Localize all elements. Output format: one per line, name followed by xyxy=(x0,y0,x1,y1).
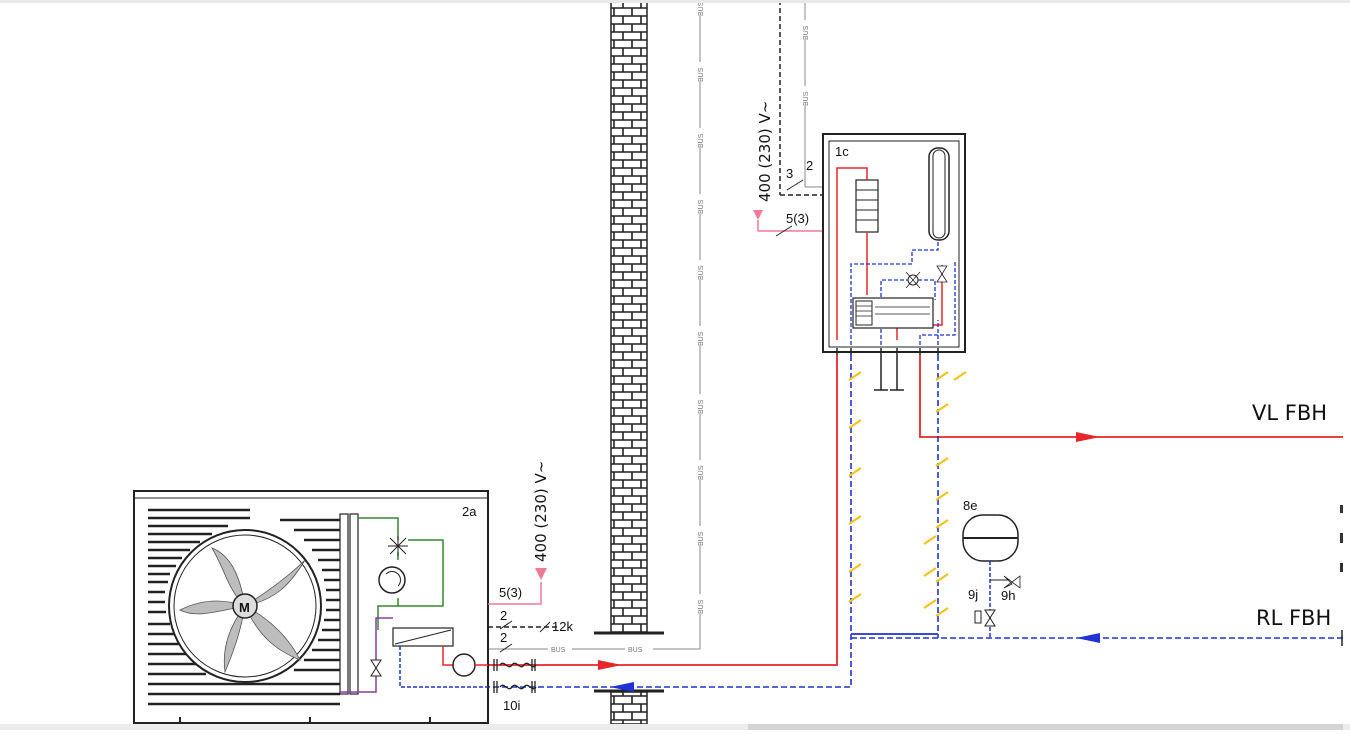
expansion-vessel-8e: 8e 9j 9h xyxy=(962,498,1021,638)
outdoor-unit-2a: M 2a xyxy=(133,490,489,724)
power-label-outdoor: 400 (230) V~ xyxy=(532,461,550,562)
bus-label: BUS xyxy=(698,399,705,414)
horizontal-scrollbar[interactable] xyxy=(748,724,1343,730)
cable-count-2-b: 2 xyxy=(500,630,507,645)
bus-label: BUS xyxy=(698,67,705,82)
brick-wall xyxy=(594,0,664,725)
cable-count-2: 2 xyxy=(806,158,813,173)
unit-1c-label: 1c xyxy=(835,144,849,159)
ref-8e: 8e xyxy=(963,498,977,513)
bus-label: BUS xyxy=(698,199,705,214)
outdoor-cables: 400 (230) V~ 5(3) 2 2 12k 10i xyxy=(488,461,573,713)
cable-count-5-3: 5(3) xyxy=(786,211,809,226)
bus-label: BUS xyxy=(698,331,705,346)
bus-label: BUS xyxy=(628,647,643,654)
bus-label: BUS xyxy=(803,91,810,106)
unit-2a-label: 2a xyxy=(462,504,477,519)
ref-12k: 12k xyxy=(552,619,573,634)
ref-10i: 10i xyxy=(503,698,520,713)
bus-label: BUS xyxy=(698,465,705,480)
insulation-marks xyxy=(848,371,967,617)
vl-fbh-label: VL FBH xyxy=(1252,401,1327,425)
bus-label: BUS xyxy=(803,25,810,40)
bus-label: BUS xyxy=(698,531,705,546)
bus-label: BUS xyxy=(698,1,705,16)
return-pipe xyxy=(488,355,1343,692)
cut-off-text-fragments xyxy=(1340,505,1343,572)
bus-label: BUS xyxy=(698,133,705,148)
bottom-border xyxy=(0,724,1350,730)
indoor-cables: 400 (230) V~ 3 2 5(3) xyxy=(753,0,823,237)
cable-count-5-3-outdoor: 5(3) xyxy=(499,585,522,600)
bus-label: BUS xyxy=(551,647,566,654)
ref-9h: 9h xyxy=(1001,588,1015,603)
indoor-unit-1c: 1c xyxy=(822,133,966,391)
ref-9j: 9j xyxy=(968,587,978,602)
motor-label: M xyxy=(239,600,250,615)
supply-pipe xyxy=(488,355,1343,670)
cable-count-2-a: 2 xyxy=(500,608,507,623)
power-label-indoor: 400 (230) V~ xyxy=(756,101,774,202)
bus-lines: BUS BUS BUS BUS BUS BUS BUS BUS BUS BUS … xyxy=(488,0,823,654)
top-border xyxy=(0,0,1350,3)
bus-label: BUS xyxy=(698,265,705,280)
cable-count-3: 3 xyxy=(786,166,793,181)
rl-fbh-label: RL FBH xyxy=(1256,606,1331,630)
bus-label: BUS xyxy=(698,599,705,614)
